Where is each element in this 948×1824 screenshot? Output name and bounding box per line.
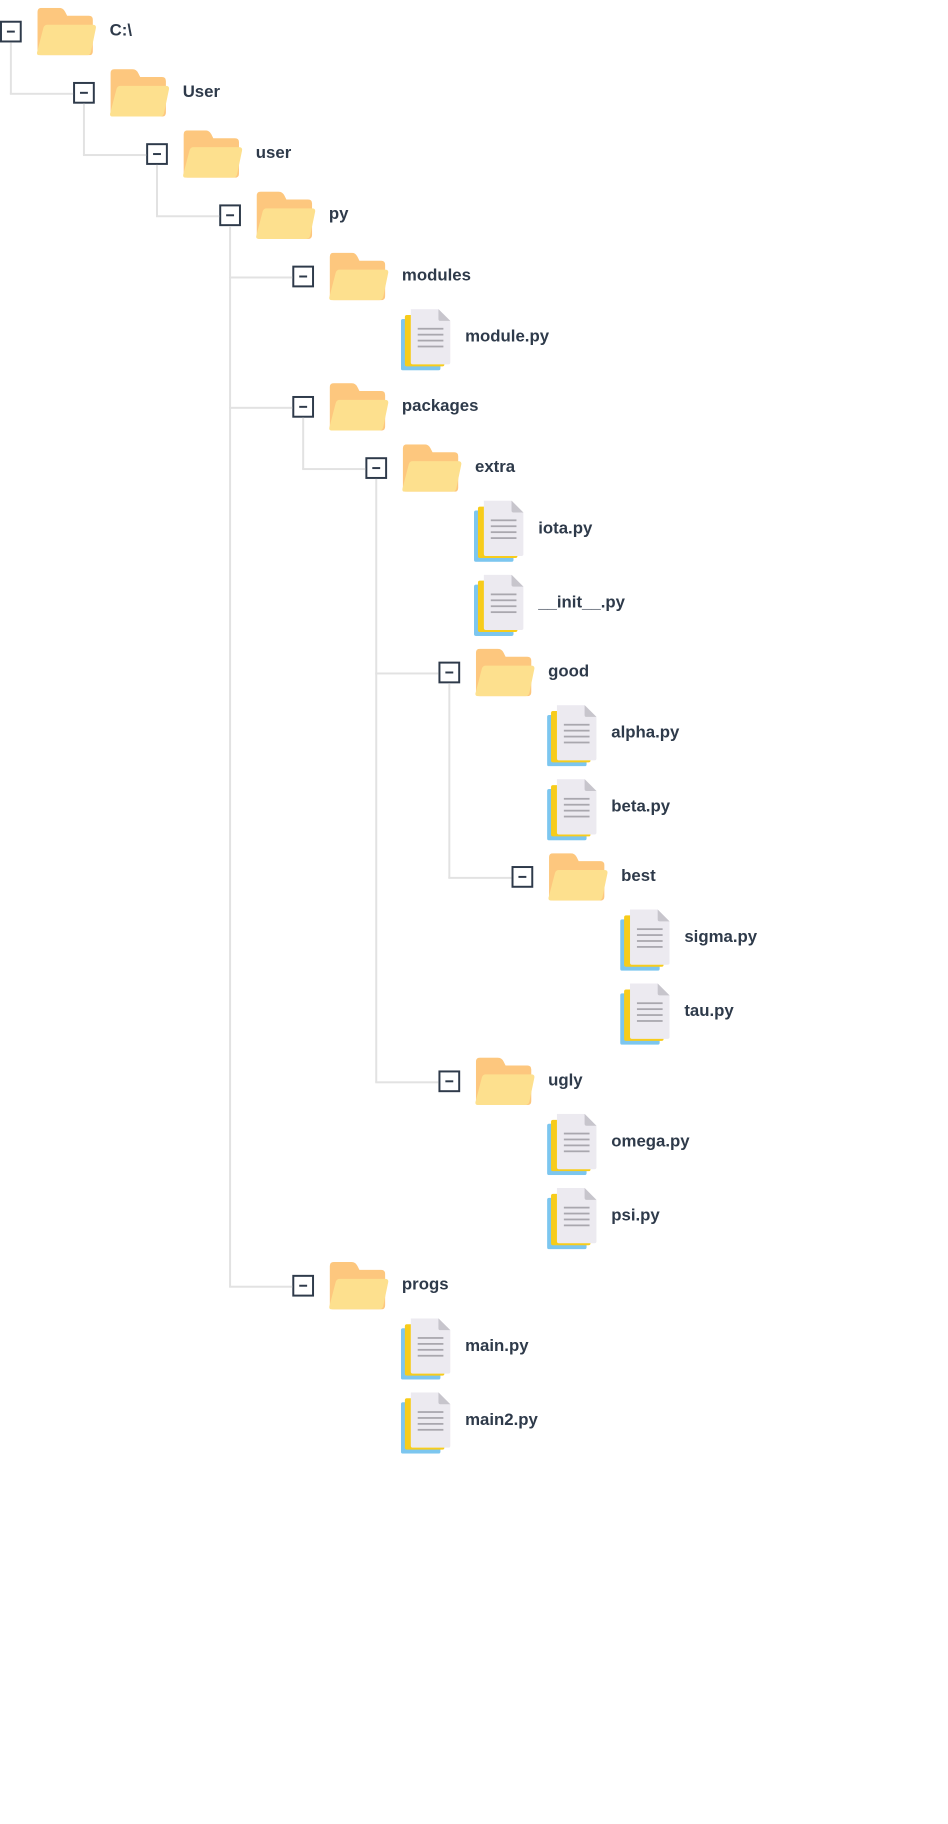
python-file-icon-wrap bbox=[620, 983, 671, 1050]
tree-connector bbox=[156, 164, 158, 217]
file-label-psi-py[interactable]: psi.py bbox=[611, 1205, 660, 1225]
folder-icon-wrap bbox=[36, 7, 97, 60]
folder-icon-wrap bbox=[109, 69, 170, 121]
folder-icon bbox=[329, 252, 389, 301]
python-file-icon-wrap bbox=[400, 1392, 452, 1458]
collapse-toggle-icon[interactable] bbox=[438, 1070, 461, 1093]
folder-icon bbox=[36, 7, 96, 56]
tree-connector bbox=[375, 1081, 439, 1084]
folder-icon-wrap bbox=[328, 252, 389, 305]
folder-icon bbox=[475, 1057, 535, 1106]
file-label-main2-py[interactable]: main2.py bbox=[465, 1410, 538, 1429]
python-file-icon-wrap bbox=[547, 1113, 598, 1180]
python-file-icon-wrap bbox=[474, 574, 525, 641]
file-label-init-py[interactable]: __init__.py bbox=[538, 592, 625, 612]
folder-label-extra[interactable]: extra bbox=[474, 457, 516, 476]
tree-connector bbox=[9, 92, 74, 95]
folder-label-ugly[interactable]: ugly bbox=[548, 1070, 583, 1090]
python-file-icon bbox=[400, 1392, 451, 1454]
python-file-icon bbox=[474, 500, 524, 562]
tree-connector bbox=[375, 478, 378, 1083]
tree-connector bbox=[229, 276, 293, 279]
folder-icon bbox=[402, 444, 462, 492]
python-file-icon bbox=[400, 1318, 451, 1380]
file-label-module-py[interactable]: module.py bbox=[465, 326, 550, 346]
folder-label-progs[interactable]: progs bbox=[401, 1274, 449, 1294]
folder-icon-wrap bbox=[401, 444, 462, 496]
folder-icon bbox=[329, 383, 389, 431]
folder-icon-wrap bbox=[328, 383, 389, 435]
file-label-omega-py[interactable]: omega.py bbox=[611, 1131, 690, 1151]
tree-connector bbox=[302, 468, 366, 471]
folder-label-best[interactable]: best bbox=[621, 866, 656, 885]
tree-connector bbox=[448, 876, 512, 879]
collapse-toggle-icon[interactable] bbox=[0, 20, 22, 43]
python-file-icon-wrap bbox=[547, 705, 598, 771]
folder-label-good[interactable]: good bbox=[548, 661, 590, 681]
folder-icon bbox=[110, 69, 170, 117]
tree-connector bbox=[82, 154, 147, 157]
file-label-sigma-py[interactable]: sigma.py bbox=[684, 927, 758, 947]
file-label-alpha-py[interactable]: alpha.py bbox=[611, 722, 680, 742]
collapse-toggle-icon[interactable] bbox=[146, 143, 168, 165]
collapse-toggle-icon[interactable] bbox=[365, 457, 388, 479]
folder-label-user[interactable]: User bbox=[182, 81, 221, 101]
python-file-icon bbox=[547, 1187, 597, 1250]
collapse-toggle-icon[interactable] bbox=[511, 866, 534, 888]
tree-connector bbox=[156, 215, 220, 218]
python-file-icon bbox=[547, 1113, 597, 1176]
tree-connector bbox=[229, 226, 232, 1287]
collapse-toggle-icon[interactable] bbox=[73, 81, 95, 104]
folder-icon bbox=[256, 191, 316, 239]
tree-connector bbox=[302, 417, 305, 470]
file-label-beta-py[interactable]: beta.py bbox=[611, 796, 671, 816]
folder-icon-wrap bbox=[182, 130, 243, 182]
folder-label-c[interactable]: C:\ bbox=[109, 20, 133, 40]
folder-icon bbox=[548, 853, 608, 901]
python-file-icon-wrap bbox=[547, 779, 598, 845]
folder-label-py[interactable]: py bbox=[328, 204, 349, 224]
python-file-icon bbox=[620, 909, 670, 971]
tree-connector bbox=[9, 42, 12, 94]
folder-icon-wrap bbox=[255, 191, 316, 244]
tree-connector bbox=[82, 103, 85, 156]
collapse-toggle-icon[interactable] bbox=[292, 1274, 315, 1297]
tree-connector bbox=[448, 683, 451, 878]
python-file-icon bbox=[620, 983, 670, 1045]
folder-icon bbox=[183, 130, 243, 178]
python-file-icon bbox=[547, 779, 597, 841]
folder-icon-wrap bbox=[328, 1262, 389, 1314]
folder-label-packages[interactable]: packages bbox=[401, 395, 479, 415]
collapse-toggle-icon[interactable] bbox=[292, 265, 315, 288]
folder-label-user[interactable]: user bbox=[255, 143, 292, 162]
python-file-icon bbox=[547, 705, 597, 767]
folder-icon bbox=[329, 1262, 389, 1310]
file-label-tau-py[interactable]: tau.py bbox=[684, 1001, 734, 1021]
folder-label-modules[interactable]: modules bbox=[401, 265, 471, 285]
file-tree: C:\ User user py modules module.py packa… bbox=[0, 7, 758, 1458]
folder-icon-wrap bbox=[474, 648, 535, 701]
folder-icon-wrap bbox=[474, 1057, 535, 1110]
python-file-icon-wrap bbox=[620, 909, 671, 975]
tree-connector bbox=[229, 1285, 293, 1288]
python-file-icon-wrap bbox=[400, 1318, 452, 1384]
collapse-toggle-icon[interactable] bbox=[292, 395, 315, 418]
file-label-main-py[interactable]: main.py bbox=[465, 1336, 529, 1355]
python-file-icon bbox=[400, 309, 451, 371]
python-file-icon bbox=[474, 574, 524, 636]
collapse-toggle-icon[interactable] bbox=[219, 204, 241, 227]
tree-connector bbox=[375, 672, 439, 675]
folder-icon bbox=[475, 648, 535, 697]
python-file-icon-wrap bbox=[400, 309, 452, 375]
python-file-icon-wrap bbox=[547, 1187, 598, 1254]
folder-icon-wrap bbox=[547, 853, 608, 905]
tree-connector bbox=[229, 406, 293, 409]
collapse-toggle-icon[interactable] bbox=[438, 661, 461, 684]
python-file-icon-wrap bbox=[474, 500, 525, 567]
file-label-iota-py[interactable]: iota.py bbox=[538, 518, 593, 538]
